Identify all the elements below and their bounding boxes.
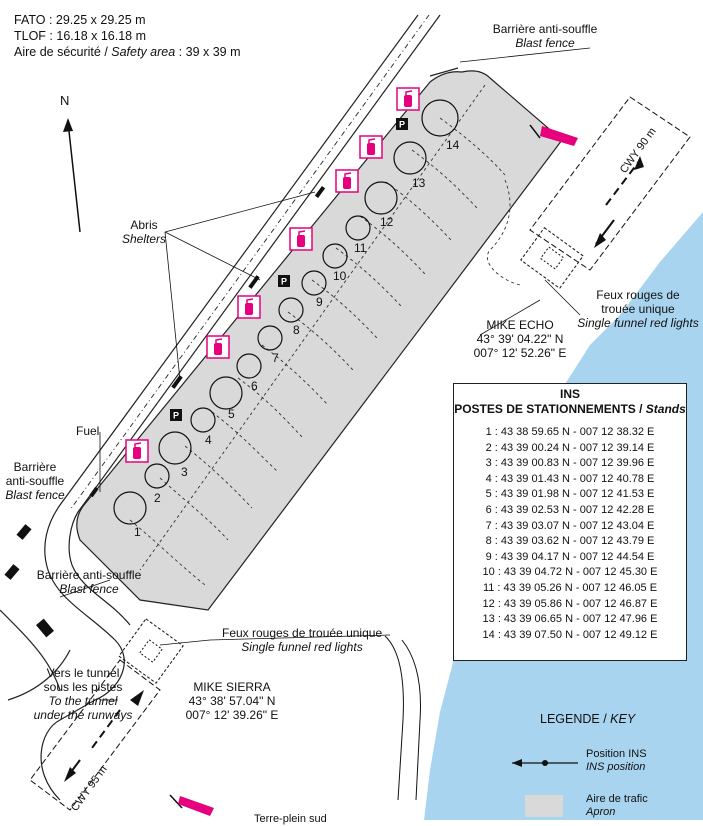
table-row: 1 : 43 38 59.65 N - 007 12 38.32 E xyxy=(485,426,655,438)
table-row: 12 : 43 39 05.86 N - 007 12 46.87 E xyxy=(482,597,658,610)
stand-4 xyxy=(190,407,216,433)
svg-text:P: P xyxy=(173,411,179,421)
table-row: 10 : 43 39 04.72 N - 007 12 45.30 E xyxy=(482,566,658,579)
table-row: 11 : 43 39 05.26 N - 007 12 46.05 E xyxy=(482,581,658,594)
blast-fence-blocks xyxy=(4,524,54,638)
stand-10 xyxy=(322,243,348,269)
legend-title: LEGENDE / KEY xyxy=(540,712,636,726)
stand-number: 13 xyxy=(412,176,426,190)
ins-stands-table: INS POSTES DE STATIONNEMENTS / Stands 1 … xyxy=(453,383,687,661)
table-row: 7 : 43 39 03.07 N - 007 12 43.04 E xyxy=(485,519,655,532)
parking-icon: P xyxy=(278,275,290,287)
stand-number: 12 xyxy=(380,215,394,229)
fire-extinguisher-icon xyxy=(206,335,230,359)
table-row: 14 : 43 39 07.50 N - 007 12 49.12 E xyxy=(482,628,658,641)
stand-number: 6 xyxy=(251,379,258,393)
table-row: 4 : 43 39 01.43 N - 007 12 40.78 E xyxy=(485,472,655,485)
stand-3 xyxy=(158,431,192,465)
parking-icon: P xyxy=(170,409,182,421)
legend-ins-icon xyxy=(512,759,578,767)
parking-icons: P P P xyxy=(170,118,408,421)
fire-extinguisher-icon xyxy=(237,295,261,319)
runway-edge-lines xyxy=(0,14,441,801)
leader-lines xyxy=(59,47,591,701)
fato-size: FATO : 29.25 x 29.25 m xyxy=(14,13,146,27)
stand-number: 1 xyxy=(134,525,141,539)
stand-12 xyxy=(364,181,398,215)
windsock-icon xyxy=(169,794,214,816)
stand-number: 2 xyxy=(154,491,161,505)
clearway-bottom xyxy=(29,659,161,811)
stand-11 xyxy=(345,215,371,241)
parking-icon: P xyxy=(396,118,408,130)
legend-apron-swatch xyxy=(525,795,563,817)
table-row: 5 : 43 39 01.98 N - 007 12 41.53 E xyxy=(485,488,655,501)
ins-table-title: INS POSTES DE STATIONNEMENTS / Stands xyxy=(454,387,686,416)
safety-area-size: Aire de sécurité / Safety area : 39 x 39… xyxy=(14,45,241,59)
mike-sierra-point: MIKE SIERRA 43° 38' 57.04" N 007° 12' 39… xyxy=(185,680,279,722)
table-row: 9 : 43 39 04.17 N - 007 12 44.54 E xyxy=(485,550,655,563)
fire-extinguishers xyxy=(125,87,420,463)
fire-extinguisher-icon xyxy=(396,87,420,111)
stand-6 xyxy=(236,353,262,379)
legend-apron: Aire de trafic Apron xyxy=(586,793,648,818)
table-row: 3 : 43 39 00.83 N - 007 12 39.96 E xyxy=(485,457,655,470)
stand-number: 7 xyxy=(272,351,279,365)
stand-number: 8 xyxy=(293,323,300,337)
stand-lead-lines xyxy=(129,84,521,586)
stand-number: 10 xyxy=(333,269,347,283)
funnel-lights-top xyxy=(520,227,584,289)
fire-extinguisher-icon xyxy=(335,169,359,193)
svg-text:P: P xyxy=(399,120,405,130)
table-row: 13 : 43 39 06.65 N - 007 12 47.96 E xyxy=(482,613,658,626)
stand-number: 9 xyxy=(316,295,323,309)
stand-number: 5 xyxy=(228,407,235,421)
table-row: 6 : 43 39 02.53 N - 007 12 42.28 E xyxy=(485,503,655,516)
header-specs: FATO : 29.25 x 29.25 m TLOF : 16.18 x 16… xyxy=(14,12,241,60)
ins-stands-list: 1 : 43 38 59.65 N - 007 12 38.32 E 2 : 4… xyxy=(454,425,686,643)
stand-number: 14 xyxy=(446,138,460,152)
blast-fence-top-label: Barrière anti-souffle Blast fence xyxy=(492,22,598,50)
stand-9 xyxy=(301,270,327,296)
fire-extinguisher-icon xyxy=(359,135,383,159)
table-row: 2 : 43 39 00.24 N - 007 12 39.14 E xyxy=(485,441,655,454)
mike-echo-point: MIKE ECHO 43° 39' 04.22" N 007° 12' 52.2… xyxy=(473,318,567,360)
stand-2 xyxy=(144,463,170,489)
apron-area xyxy=(76,70,563,611)
stand-number: 4 xyxy=(205,433,212,447)
clearway-top xyxy=(529,96,691,271)
stand-13 xyxy=(393,141,427,175)
stand-number-labels: 1 2 3 4 5 6 7 8 9 10 11 12 13 14 xyxy=(134,138,460,539)
north-label: N xyxy=(60,93,70,108)
stand-number: 11 xyxy=(354,241,367,255)
fuel-label: Fuel xyxy=(76,424,100,438)
tlof-size: TLOF : 16.18 x 16.18 m xyxy=(14,29,147,43)
table-row: 8 : 43 39 03.62 N - 007 12 43.79 E xyxy=(485,535,655,548)
stand-5 xyxy=(209,376,243,410)
windsock-icon xyxy=(529,124,578,146)
shelters-label: Abris Shelters xyxy=(121,218,167,246)
cut-off-label: Terre-plein sud xyxy=(254,813,327,825)
stand-14 xyxy=(421,99,459,137)
red-lights-bottom-label: Feux rouges de trouée unique Single funn… xyxy=(222,626,383,654)
stand-8 xyxy=(278,297,304,323)
blast-fence-bottom-label: Barrière anti-souffle Blast fence xyxy=(36,568,142,596)
fire-extinguisher-icon xyxy=(125,439,149,463)
stand-circles xyxy=(113,99,459,525)
red-lights-right-label: Feux rouges de trouée unique Single funn… xyxy=(577,288,699,330)
blast-fence-left-label: Barrière anti-souffle Blast fence xyxy=(5,460,65,502)
stand-7 xyxy=(257,325,283,351)
svg-text:P: P xyxy=(281,277,287,287)
north-arrow xyxy=(63,118,81,233)
fire-extinguisher-icon xyxy=(289,227,313,251)
stand-1 xyxy=(113,491,147,525)
legend-ins-position: Position INS INS position xyxy=(586,748,647,773)
stand-number: 3 xyxy=(181,465,188,479)
tunnel-label: Vers le tunnel sous les pistes To the tu… xyxy=(33,666,133,722)
